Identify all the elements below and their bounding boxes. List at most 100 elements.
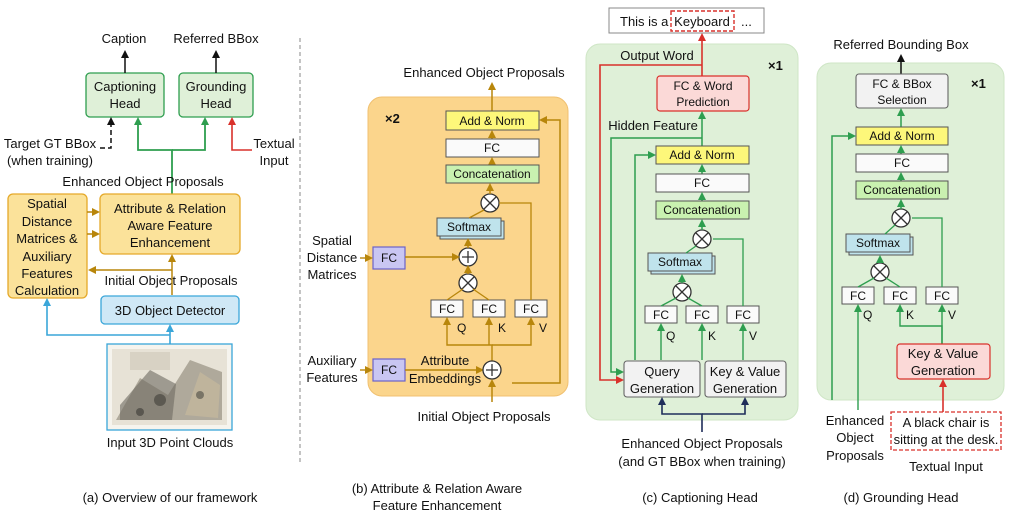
- target-gt-label-1: Target GT BBox: [4, 136, 97, 151]
- spatial-input-line-3: Matrices: [307, 267, 357, 282]
- panel-a-overview: Caption Referred BBox Captioning Head Gr…: [4, 31, 295, 505]
- d-v-label: V: [948, 308, 956, 322]
- d-add-norm-label: Add & Norm: [869, 129, 934, 143]
- text-query-line-1: A black chair is: [903, 415, 990, 430]
- attr-box-line-1: Attribute & Relation: [114, 201, 226, 216]
- query-gen-line-1: Query: [644, 364, 680, 379]
- d-kv-gen-line-2: Generation: [911, 363, 975, 378]
- spatial-input-line-1: Spatial: [312, 233, 352, 248]
- b-aux-fc-label: FC: [381, 363, 397, 377]
- c-fc-v-label: FC: [735, 308, 751, 322]
- d-fc-k-label: FC: [892, 289, 908, 303]
- sentence-keyword: Keyboard: [674, 14, 730, 29]
- d-q-label: Q: [863, 308, 872, 322]
- fc-word-line-2: Prediction: [676, 95, 729, 109]
- enhanced-to-grounding-arrow: [172, 117, 209, 151]
- generated-sentence-box: [608, 7, 765, 34]
- textual-input-arrow: [228, 117, 252, 151]
- c-concat-label: Concatenation: [663, 203, 740, 217]
- d-enhanced-line-3: Proposals: [826, 448, 884, 463]
- d-softmax-label: Softmax: [856, 236, 900, 250]
- c-softmax-label: Softmax: [658, 255, 702, 269]
- grounding-head-label-1: Grounding: [186, 79, 247, 94]
- b-fc-k-label: FC: [481, 302, 497, 316]
- spatial-box-line-5: Features: [21, 266, 73, 281]
- d-fc-q-label: FC: [850, 289, 866, 303]
- target-gt-dashed-arrow: [100, 117, 115, 149]
- captioning-head-label-2: Head: [109, 96, 140, 111]
- spatial-box-line-3: Matrices &: [16, 231, 78, 246]
- pc-to-spatial-arrow: [43, 298, 170, 336]
- enhanced-to-captioning-arrow: [134, 117, 173, 196]
- spatial-box-line-6: Calculation: [15, 283, 79, 298]
- c-k-label: K: [708, 329, 716, 343]
- hidden-feature-arrow: [610, 137, 702, 376]
- c-fc-q-label: FC: [653, 308, 669, 322]
- kv-gen-line-2: Generation: [713, 381, 777, 396]
- c-q-label: Q: [666, 329, 675, 343]
- caption-output-label: Caption: [102, 31, 147, 46]
- c-add-norm-label: Add & Norm: [669, 148, 734, 162]
- kv-gen-line-1: Key & Value: [710, 364, 781, 379]
- d-fc-v-label: FC: [934, 289, 950, 303]
- c-v-label: V: [749, 329, 757, 343]
- textual-input-label-1: Textual: [253, 136, 294, 151]
- b-fc-q-label: FC: [439, 302, 455, 316]
- keyword-highlight-box: [670, 10, 735, 32]
- detector-label: 3D Object Detector: [115, 303, 226, 318]
- b-residual-arrow: [512, 116, 561, 384]
- c-input-to-kv-arrow: [702, 397, 749, 415]
- panel-b-title: Enhanced Object Proposals: [403, 65, 565, 80]
- initial-proposals-label: Initial Object Proposals: [105, 273, 238, 288]
- panel-b-caption-1: (b) Attribute & Relation Aware: [352, 481, 522, 496]
- d-concat-label: Concatenation: [863, 183, 940, 197]
- point-cloud-label: Input 3D Point Clouds: [107, 435, 234, 450]
- hidden-feature-label: Hidden Feature: [608, 118, 698, 133]
- attr-embed-line-1: Attribute: [421, 353, 469, 368]
- panel-b-repeat: ×2: [385, 111, 400, 126]
- b-fc-label: FC: [484, 141, 500, 155]
- b-spatial-fc-label: FC: [381, 251, 397, 265]
- captioning-head-label-1: Captioning: [94, 79, 156, 94]
- b-k-label: K: [498, 321, 506, 335]
- c-fc-k-label: FC: [694, 308, 710, 322]
- panel-b-feature-enhancement: Enhanced Object Proposals ×2 Add & Norm …: [306, 65, 569, 513]
- d-fc-label: FC: [894, 156, 910, 170]
- d-k-label: K: [906, 308, 914, 322]
- query-gen-line-2: Generation: [630, 381, 694, 396]
- c-softmax-box: [647, 252, 713, 272]
- b-fc-v-label: FC: [523, 302, 539, 316]
- text-query-line-2: sitting at the desk.: [894, 432, 999, 447]
- spatial-box-line-1: Spatial: [27, 196, 67, 211]
- grounding-head-block: [816, 62, 1005, 401]
- c-input-line-2: (and GT BBox when training): [618, 454, 785, 469]
- fc-bbox-line-2: Selection: [877, 93, 926, 107]
- textual-input-label-2: Input: [260, 153, 289, 168]
- output-word-label: Output Word: [620, 48, 693, 63]
- word-feedback-arrow: [599, 64, 702, 384]
- aux-input-line-1: Auxiliary: [307, 353, 357, 368]
- attr-embed-line-2: Embeddings: [409, 371, 482, 386]
- d-residual-arrow: [831, 132, 856, 400]
- b-concat-label: Concatenation: [453, 167, 530, 181]
- panel-b-caption-2: Feature Enhancement: [373, 498, 502, 513]
- spatial-box-line-2: Distance: [22, 214, 73, 229]
- point-cloud-texture: [112, 349, 227, 425]
- b-v-label: V: [539, 321, 547, 335]
- referred-bbox-output-label: Referred BBox: [173, 31, 259, 46]
- fc-word-line-1: FC & Word: [673, 79, 732, 93]
- panel-d-caption: (d) Grounding Head: [844, 490, 959, 505]
- b-initial-proposals-label: Initial Object Proposals: [418, 409, 551, 424]
- enhanced-proposals-label: Enhanced Object Proposals: [62, 174, 224, 189]
- spatial-input-line-2: Distance: [307, 250, 358, 265]
- sentence-suffix: ...: [741, 14, 752, 29]
- panel-d-repeat: ×1: [971, 76, 986, 91]
- panel-a-caption: (a) Overview of our framework: [83, 490, 258, 505]
- c-residual-arrow: [634, 151, 656, 360]
- d-enhanced-line-2: Object: [836, 430, 874, 445]
- text-query-box: [890, 411, 1002, 451]
- d-softmax-box: [845, 233, 911, 253]
- spatial-box-line-4: Auxiliary: [22, 249, 72, 264]
- panel-c-captioning-head: This is a Keyboard ... Output Word ×1 FC…: [585, 7, 799, 505]
